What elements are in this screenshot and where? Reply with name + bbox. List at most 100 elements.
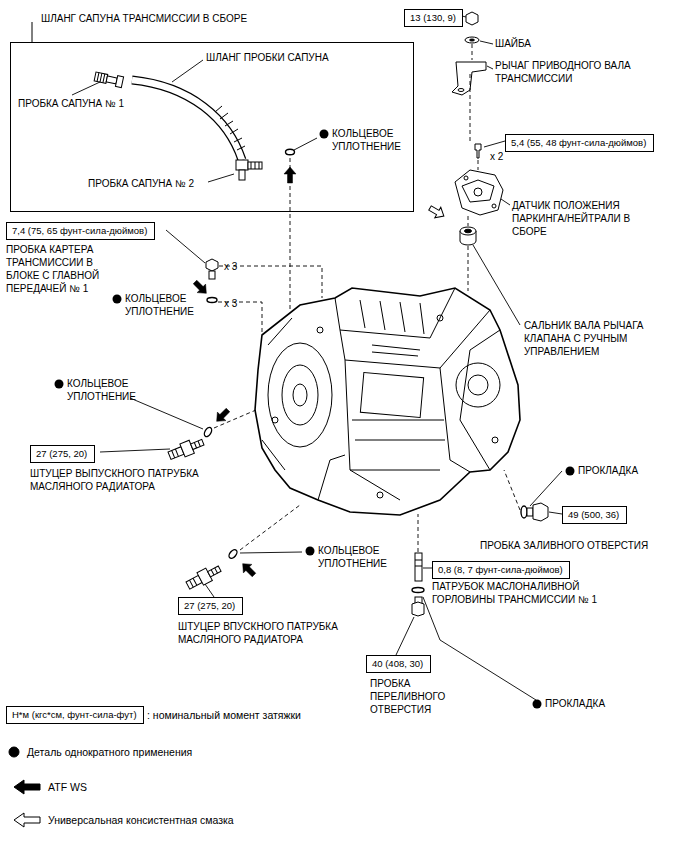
case-plug-parts [203,426,213,438]
breather-parts [251,162,259,169]
legend-symbol [9,747,19,757]
leader-line [294,138,317,150]
single-use-mark [320,130,329,139]
transmission-housing [350,420,445,470]
quantity-label: x 3 [224,260,237,273]
torque-value: Н*м (кгс*см, фунт-сила-фут) [12,709,138,721]
torque-value: 13 (130, 9) [410,12,457,24]
transmission-housing [255,288,520,515]
part-label: ШТУЦЕР ВЫПУСКНОГО ПАТРУБКА МАСЛЯНОГО РАД… [30,467,230,493]
part-label: ПРОБКА КАРТЕРА ТРАНСМИССИИ В БЛОКЕ С ГЛА… [6,243,118,295]
breather-parts [236,160,262,180]
breather-parts [132,80,242,160]
torque-box: 27 (275, 20) [178,597,243,615]
torque-box: 27 (275, 20) [30,445,95,463]
torque-value: 0,8 (8, 7 фунт-сила-дюймов) [438,564,564,576]
case-plug-parts [190,567,218,587]
range-sensor-parts [460,227,476,235]
part-label: ДАТЧИК ПОЛОЖЕНИЯ ПАРКИНГА/НЕЙТРАЛИ В СБО… [512,199,642,238]
single-use-mark [566,467,575,476]
single-use-mark [113,295,122,304]
transmission-housing [437,315,443,321]
leader-line [423,597,536,700]
transmission-housing [360,300,424,334]
range-sensor-parts [455,170,503,215]
legend-entry: ATF WS [48,780,87,794]
legend-symbol [14,813,40,827]
transmission-housing [468,375,488,395]
range-sensor-parts [452,62,486,95]
grease-arrow [427,203,447,221]
fill-plug-parts [521,506,527,518]
torque-box: 7,4 (75, 65 фунт-сила-дюймов) [6,222,155,240]
quantity-label: x 3 [224,297,237,310]
transmission-housing [460,330,500,470]
part-label: ПРОБКА ЗАЛИВНОГО ОТВЕРСТИЯ [480,539,648,552]
atf-arrow [238,559,258,579]
transmission-housing [340,310,490,368]
breather-parts [248,162,262,169]
atf-arrow [284,167,296,183]
range-sensor-parts [458,89,464,92]
leader-line [423,568,432,569]
case-plug-parts [172,440,201,458]
breather-parts [94,71,295,180]
leader-line [487,66,493,69]
legend-entry: : номинальный момент затяжки [147,708,301,722]
transmission-housing [377,492,383,498]
part-label: РЫЧАГ ПРИВОДНОГО ВАЛА ТРАНСМИССИИ [495,59,645,85]
atf-arrow [191,167,296,579]
fill-plug-parts [527,508,533,516]
leader-line [396,617,414,655]
range-sensor-parts [464,176,468,180]
leader-line [130,398,203,429]
legend-text: : номинальный момент затяжки [147,709,301,721]
torque-box: 40 (408, 30) [366,655,431,673]
single-use-mark [55,380,64,389]
torque-box: 13 (130, 9) [404,9,463,27]
legend-symbol [14,780,40,794]
atf-arrow [212,406,232,426]
assembly-dash-line [418,514,419,552]
range-sensor-parts [465,37,479,43]
torque-box: 0,8 (8, 7 фунт-сила-дюймов) [432,561,570,579]
single-use-mark [533,700,542,709]
part-label: КОЛЬЦЕВОЕ УПЛОТНЕНИЕ [125,292,205,318]
part-label: КОЛЬЦЕВОЕ УПЛОТНЕНИЕ [332,127,412,153]
range-sensor-parts [492,204,496,208]
fill-plug-parts [533,503,548,521]
single-use-mark [306,547,315,556]
transmission-housing [268,343,332,447]
leader-line [473,245,520,325]
range-sensor-parts [462,180,494,202]
quantity-label: x 2 [490,150,503,163]
transmission-housing [255,288,520,515]
leader-line [166,230,205,263]
torque-box: Н*м (кгс*см, фунт-сила-фут) [6,706,144,724]
assembly-dash-line [240,505,300,550]
leader-line [530,471,562,506]
fill-plug-parts [412,588,424,593]
torque-value: 5,4 (55, 48 фунт-сила-дюймов) [511,137,648,149]
breather-parts [239,170,245,180]
assembly-dash-line [468,44,478,291]
part-label: ПРОКЛАДКА [545,697,605,710]
leader-line [208,174,234,182]
case-plug-parts [209,271,215,279]
leader-line [172,60,203,82]
range-sensor-parts [465,229,472,233]
legend-text: ATF WS [48,781,87,793]
breather-parts [94,71,124,88]
fill-plug-parts [412,602,424,616]
case-plug-parts [185,562,223,591]
breather-parts [97,73,105,83]
transmission-housing [262,318,345,500]
part-label: ШЛАНГ ПРОБКИ САПУНА [206,51,329,64]
legend-entry: Универсальная консистентная смазка [48,813,234,827]
leader-line [100,449,170,452]
torque-value: 7,4 (75, 65 фунт-сила-дюймов) [12,225,149,237]
transmission-housing [492,437,498,443]
leader-line [205,584,214,597]
